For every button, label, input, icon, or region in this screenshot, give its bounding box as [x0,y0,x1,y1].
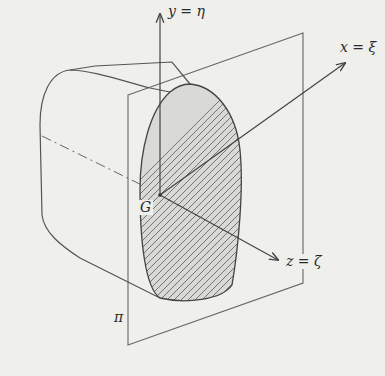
hatch-line [154,80,385,320]
hatch-line [294,80,385,320]
hatch-line [371,80,385,320]
hatch-line [301,80,385,320]
hatch-line [259,80,385,320]
axis-label: x = ξ [338,40,378,55]
hatch-line [343,80,385,320]
hatch-line [266,80,385,320]
centroid-dot [158,193,162,197]
hatch-line [308,80,385,320]
hatch-line [189,80,385,320]
hatch-line [168,80,385,320]
hatch-line [245,80,385,320]
x-axis [160,63,345,195]
section-hatch [0,80,385,320]
hatch-line [273,80,385,320]
hatch-line [196,80,385,320]
hatch-line [175,80,385,320]
hatch-line [231,80,385,320]
hatch-line [119,80,359,320]
hatch-line [182,80,385,320]
hatch-line [287,80,385,320]
hatch-line [224,80,385,320]
hatch-line [140,80,380,320]
hatch-line [364,80,385,320]
hatch-line [126,80,366,320]
plane-label: π [112,310,125,325]
hatch-line [378,80,385,320]
point-label: G [138,200,153,215]
axis-label: z = ζ [284,254,324,269]
prism-edge [70,62,190,84]
hatch-line [238,80,385,320]
hatch-line [252,80,385,320]
hatch-line [133,80,373,320]
hatch-line [315,80,385,320]
hatch-line [357,80,385,320]
hatch-line [161,80,385,320]
hatch-line [336,80,385,320]
hatch-line [329,80,385,320]
hatch-line [322,80,385,320]
hatch-line [112,80,352,320]
hatch-line [147,80,385,320]
y-axis [159,14,160,195]
cross-section [140,84,241,301]
hatch-line [217,80,385,320]
z-axis [160,195,278,260]
hatch-line [280,80,385,320]
hatch-line [210,80,385,320]
hatch-line [350,80,385,320]
axis-label: y = η [166,4,207,19]
